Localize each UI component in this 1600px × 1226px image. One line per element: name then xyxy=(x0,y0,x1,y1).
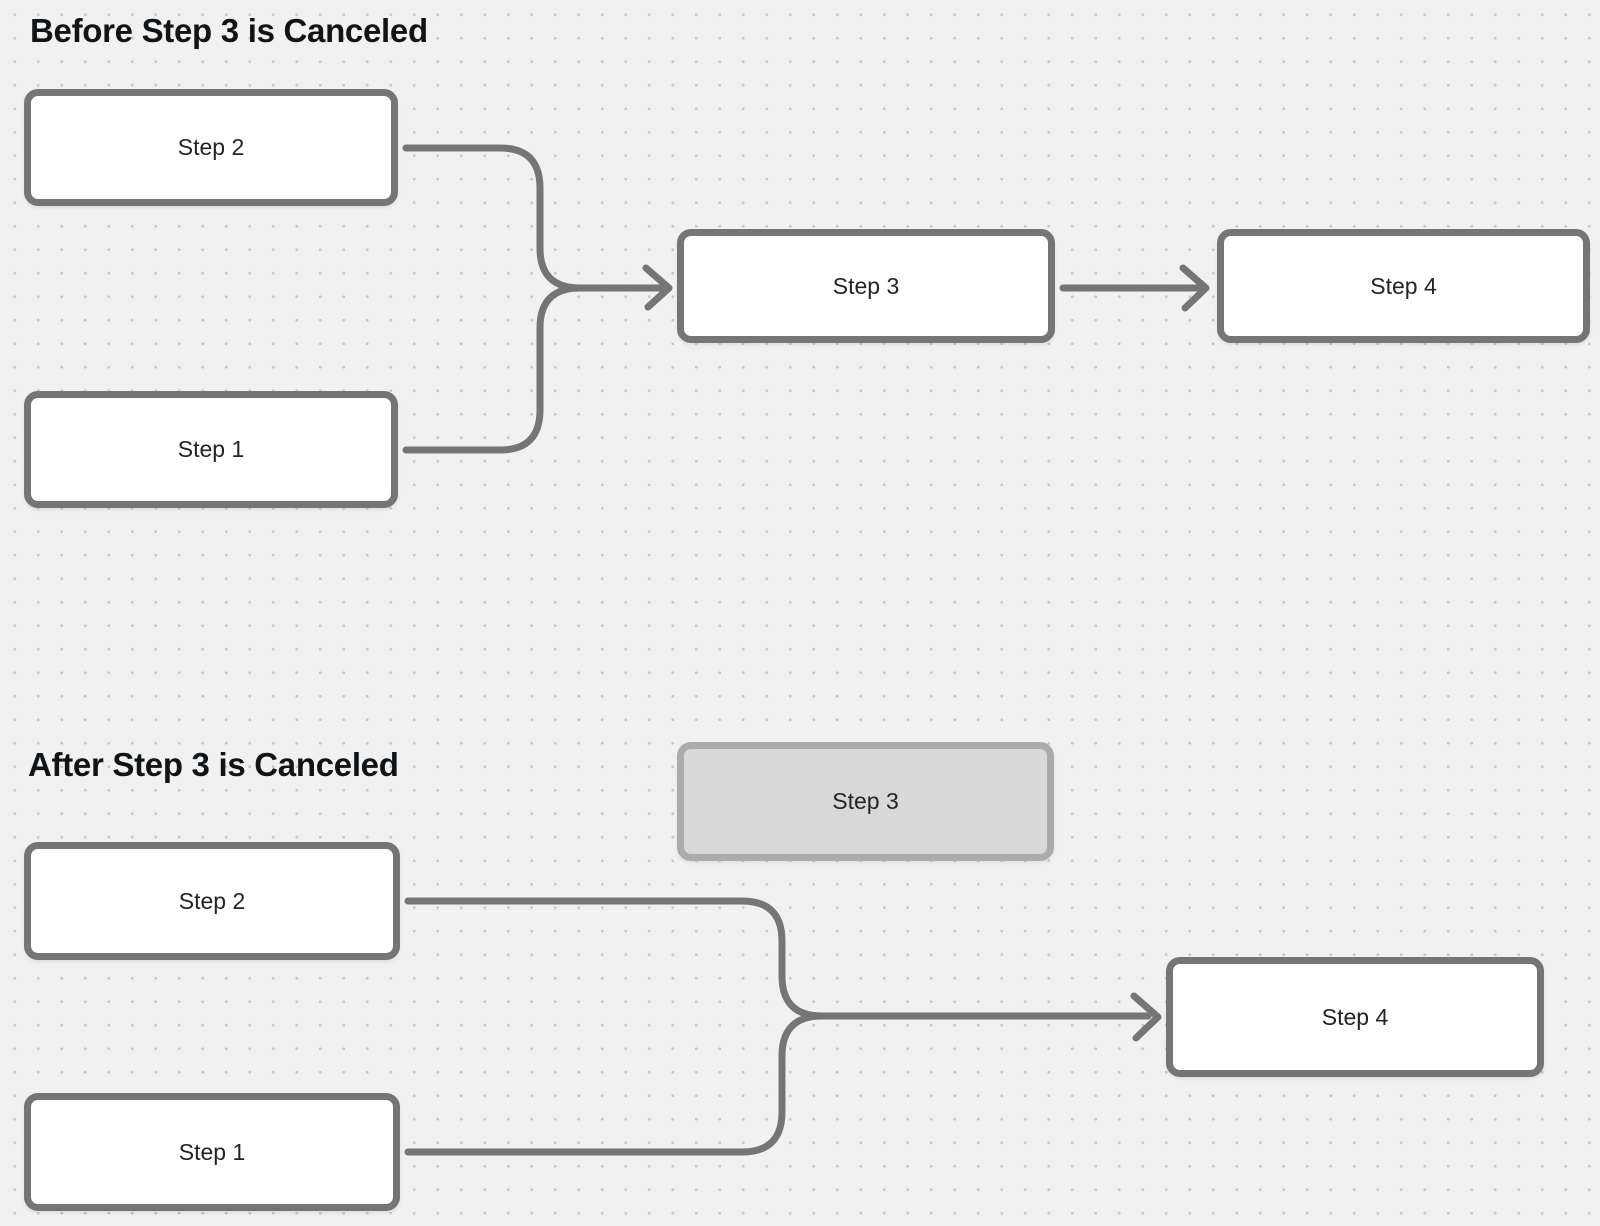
node-after-step4[interactable]: Step 4 xyxy=(1166,957,1544,1077)
node-label: Step 3 xyxy=(832,788,899,814)
node-label: Step 3 xyxy=(832,272,900,299)
node-label: Step 2 xyxy=(177,134,245,160)
connector-step2-to-merge[interactable] xyxy=(402,144,584,292)
node-after-step3-canceled[interactable]: Step 3 xyxy=(677,742,1054,861)
node-before-step2[interactable]: Step 2 xyxy=(24,89,398,206)
arrowhead-into-step4-after[interactable] xyxy=(1130,992,1162,1042)
node-label: Step 1 xyxy=(177,436,245,462)
node-label: Step 1 xyxy=(178,1138,246,1165)
node-after-step2[interactable]: Step 2 xyxy=(24,842,400,960)
node-after-step1[interactable]: Step 1 xyxy=(24,1093,400,1211)
node-label: Step 4 xyxy=(1321,1003,1389,1030)
connector-step2-to-merge-after[interactable] xyxy=(404,897,826,1020)
arrowhead-into-step4[interactable] xyxy=(1179,264,1210,312)
node-before-step4[interactable]: Step 4 xyxy=(1217,229,1590,343)
section-title-after[interactable]: After Step 3 is Canceled xyxy=(28,746,399,783)
node-label: Step 4 xyxy=(1370,272,1437,299)
connector-step1-to-merge-after[interactable] xyxy=(404,1012,826,1156)
node-label: Step 2 xyxy=(178,887,246,914)
section-title-before[interactable]: Before Step 3 is Canceled xyxy=(30,12,428,49)
arrowhead-into-step3[interactable] xyxy=(642,264,673,311)
node-before-step1[interactable]: Step 1 xyxy=(24,391,398,508)
connector-step1-to-merge[interactable] xyxy=(402,284,584,454)
node-before-step3[interactable]: Step 3 xyxy=(677,229,1055,343)
